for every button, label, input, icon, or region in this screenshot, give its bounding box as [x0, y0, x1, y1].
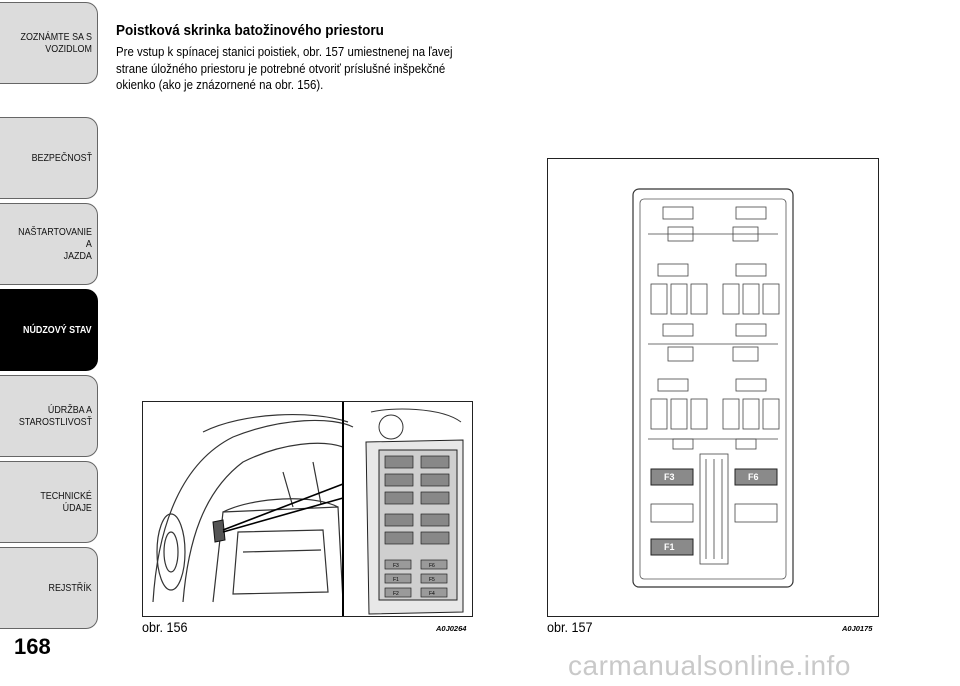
fuse-label-f5: F5	[429, 577, 435, 583]
figure-156-code: A0J0264	[436, 624, 467, 633]
fuse-label-f2: F2	[393, 591, 399, 597]
page-number: 168	[14, 634, 51, 659]
section-heading: Poistková skrinka batožinového priestoru	[116, 22, 384, 39]
fuse-label-f6: F6	[748, 472, 759, 482]
fuse-label-f1: F1	[393, 577, 399, 583]
figure-157-code: A0J0175	[842, 624, 873, 633]
fuse-label-f1: F1	[664, 542, 675, 552]
tab-label: ZOZNÁMTE SA S VOZIDLOM	[20, 31, 92, 55]
tab-zoznamte-sa[interactable]: ZOZNÁMTE SA S VOZIDLOM	[0, 2, 98, 84]
fuse-label-f3: F3	[393, 563, 399, 569]
tab-label: TECHNICKÉ ÚDAJE	[40, 490, 92, 514]
figure-157-caption: obr. 157	[547, 619, 593, 635]
fuse-label-f3: F3	[664, 472, 675, 482]
fuse-box-drawing: F3 F6 F1	[632, 188, 794, 588]
fuse-label-f6: F6	[429, 563, 435, 569]
tab-label: NÚDZOVÝ STAV	[23, 324, 92, 336]
body-paragraph: Pre vstup k spínacej stanici poistiek, o…	[116, 44, 453, 92]
tab-nudzovy-stav[interactable]: NÚDZOVÝ STAV	[0, 289, 98, 371]
figure-156-trunk-illustration: F3 F6 F1 F5 F2 F4	[142, 401, 473, 617]
tab-label: BEZPEČNOSŤ	[31, 152, 92, 164]
tab-label: ÚDRŽBA A STAROSTLIVOSŤ	[18, 404, 92, 428]
tab-label: NAŠTARTOVANIE A JAZDA	[18, 226, 92, 262]
trunk-drawing: F3 F6 F1 F5 F2 F4	[152, 402, 464, 616]
tab-technicke-udaje[interactable]: TECHNICKÉ ÚDAJE	[0, 461, 98, 543]
figure-156-caption: obr. 156	[142, 619, 188, 635]
figure-157-fuse-box-diagram: F3 F6 F1	[547, 158, 879, 617]
tab-rejstrik[interactable]: REJSTŘÍK	[0, 547, 98, 629]
fuse-label-f4: F4	[429, 591, 435, 597]
tab-bezpecnost[interactable]: BEZPEČNOSŤ	[0, 117, 98, 199]
watermark: carmanualsonline.info	[568, 650, 851, 681]
tab-label: REJSTŘÍK	[48, 582, 92, 594]
chapter-sidebar: ZOZNÁMTE SA S VOZIDLOM BEZPEČNOSŤ NAŠTAR…	[0, 0, 100, 640]
tab-nastartovanie[interactable]: NAŠTARTOVANIE A JAZDA	[0, 203, 98, 285]
tab-udrzba[interactable]: ÚDRŽBA A STAROSTLIVOSŤ	[0, 375, 98, 457]
